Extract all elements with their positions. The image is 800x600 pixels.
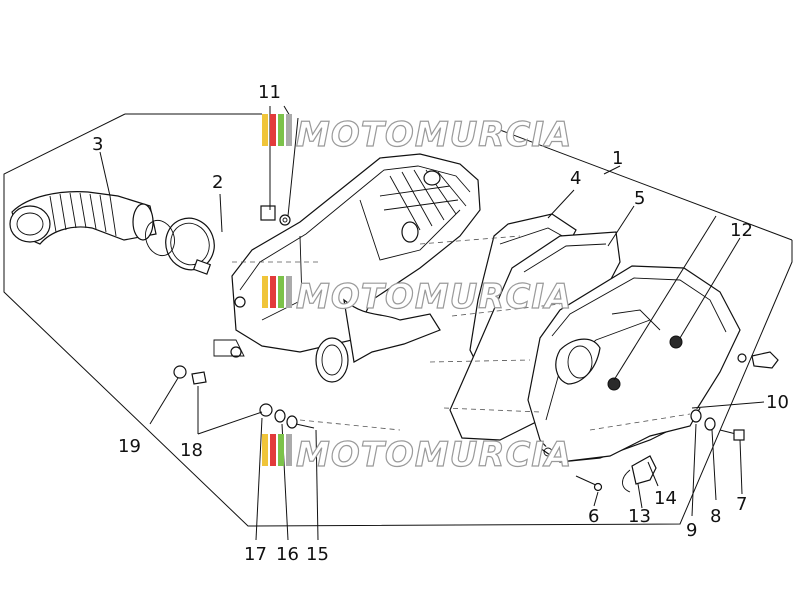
callout-5: 5 <box>634 188 645 209</box>
callout-3: 3 <box>92 134 103 155</box>
airbox-housing-part <box>213 153 481 383</box>
callout-19: 19 <box>118 436 141 457</box>
callout-17: 17 <box>244 544 267 565</box>
watermark-text: MOTOMURCIA <box>296 277 572 317</box>
watermark-text: MOTOMURCIA <box>296 115 572 155</box>
callout-12: 12 <box>730 220 753 241</box>
callout-14: 14 <box>654 488 677 509</box>
callout-1: 1 <box>612 148 623 169</box>
callout-13: 13 <box>628 506 651 527</box>
hose-clamp-part <box>145 217 215 275</box>
callout-8: 8 <box>710 506 721 527</box>
callout-11: 11 <box>258 82 281 103</box>
callout-10: 10 <box>766 392 789 413</box>
callout-6: 6 <box>588 506 599 527</box>
assembly-outline <box>3 113 793 527</box>
clip-nut-part <box>260 205 291 226</box>
callout-9: 9 <box>686 520 697 541</box>
watermark-middle: MOTOMURCIA <box>262 276 572 318</box>
watermark-text: MOTOMURCIA <box>296 435 572 475</box>
callout-16: 16 <box>276 544 299 565</box>
callout-2: 2 <box>212 172 223 193</box>
callout-18: 18 <box>180 440 203 461</box>
callout-labels: 1 2 3 4 5 6 7 8 9 10 11 12 13 14 15 16 1… <box>92 82 789 565</box>
intake-duct-part <box>9 191 157 245</box>
watermark-top: MOTOMURCIA <box>262 114 572 156</box>
hardware-parts <box>173 365 745 493</box>
callout-7: 7 <box>736 494 747 515</box>
airbox-cover-part <box>527 265 779 463</box>
callout-4: 4 <box>570 168 581 189</box>
callout-15: 15 <box>306 544 329 565</box>
watermark-bottom: MOTOMURCIA <box>262 434 572 476</box>
leader-lines <box>99 105 765 541</box>
assembly-dashed-lines <box>232 235 691 431</box>
